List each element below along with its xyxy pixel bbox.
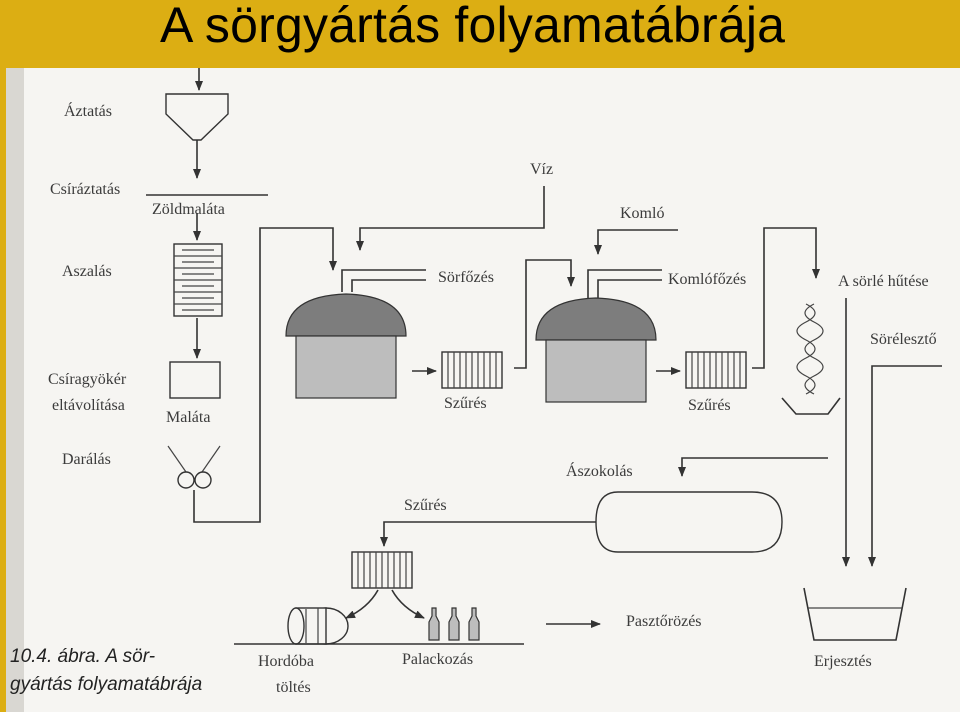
mash-kettle xyxy=(285,269,426,399)
label-filtration-3: Szűrés xyxy=(404,497,447,514)
steeping-tank xyxy=(165,93,229,141)
title-bar: A sörgyártás folyamatábrája xyxy=(0,0,960,68)
label-hops: Komló xyxy=(620,205,664,222)
to-cooler-line xyxy=(752,227,820,369)
label-brewing: Sörfőzés xyxy=(438,269,494,286)
label-filtration-2: Szűrés xyxy=(688,397,731,414)
label-barreling-1: Hordóba xyxy=(258,653,314,670)
hops-line xyxy=(594,229,678,255)
label-malt: Maláta xyxy=(166,409,210,426)
label-bottling: Palackozás xyxy=(402,651,473,668)
figure-caption-line2: gyártás folyamatábrája xyxy=(10,674,202,695)
filtration-line xyxy=(380,521,596,547)
water-line xyxy=(356,186,545,251)
grist-line xyxy=(193,227,337,523)
kiln-dryer xyxy=(173,243,223,317)
process-flow-diagram: Áztatás Csíráztatás Zöldmaláta Aszalás C… xyxy=(6,68,942,712)
bottles-icon xyxy=(428,607,480,641)
label-milling: Darálás xyxy=(62,451,111,468)
label-rootlet-2: eltávolítása xyxy=(52,397,125,414)
yeast-line xyxy=(868,365,942,567)
lagering-tank xyxy=(595,491,783,553)
label-water: Víz xyxy=(530,161,553,178)
scan-shadow xyxy=(6,68,24,712)
fermentation-vat xyxy=(803,587,907,641)
label-wort-cooling: A sörlé hűtése xyxy=(838,273,929,290)
lauter-filter-1 xyxy=(441,351,503,389)
wort-line xyxy=(514,259,575,369)
rootlet-removal-box xyxy=(169,361,221,399)
label-lagering: Ászokolás xyxy=(566,461,633,480)
label-filtration-1: Szűrés xyxy=(444,395,487,412)
label-brewers-yeast: Sörélesztő xyxy=(870,331,937,348)
label-green-malt: Zöldmaláta xyxy=(152,201,225,218)
arrow-to-bottles xyxy=(391,589,425,619)
diagram-canvas: Áztatás Csíráztatás Zöldmaláta Aszalás C… xyxy=(6,68,960,712)
final-filter xyxy=(351,551,413,589)
label-hop-boiling: Komlófőzés xyxy=(668,271,746,288)
label-germination: Csíráztatás xyxy=(50,181,120,198)
figure-caption-line1: 10.4. ábra. A sör- xyxy=(10,646,155,667)
label-fermentation: Erjesztés xyxy=(814,653,872,670)
label-pasteurization: Pasztőrözés xyxy=(626,613,702,630)
lagering-line xyxy=(678,457,828,477)
barrel-icon xyxy=(287,607,349,645)
label-steeping: Áztatás xyxy=(64,101,112,120)
hop-kettle xyxy=(535,269,662,403)
hop-filter-2 xyxy=(685,351,747,389)
label-rootlet-1: Csíragyökér xyxy=(48,371,127,388)
wort-cooler xyxy=(781,303,841,415)
page-title: A sörgyártás folyamatábrája xyxy=(160,0,786,53)
mill-rollers xyxy=(167,445,221,489)
arrow-to-barrel xyxy=(345,589,379,619)
label-barreling-2: töltés xyxy=(276,679,311,696)
label-kilning: Aszalás xyxy=(62,263,112,280)
